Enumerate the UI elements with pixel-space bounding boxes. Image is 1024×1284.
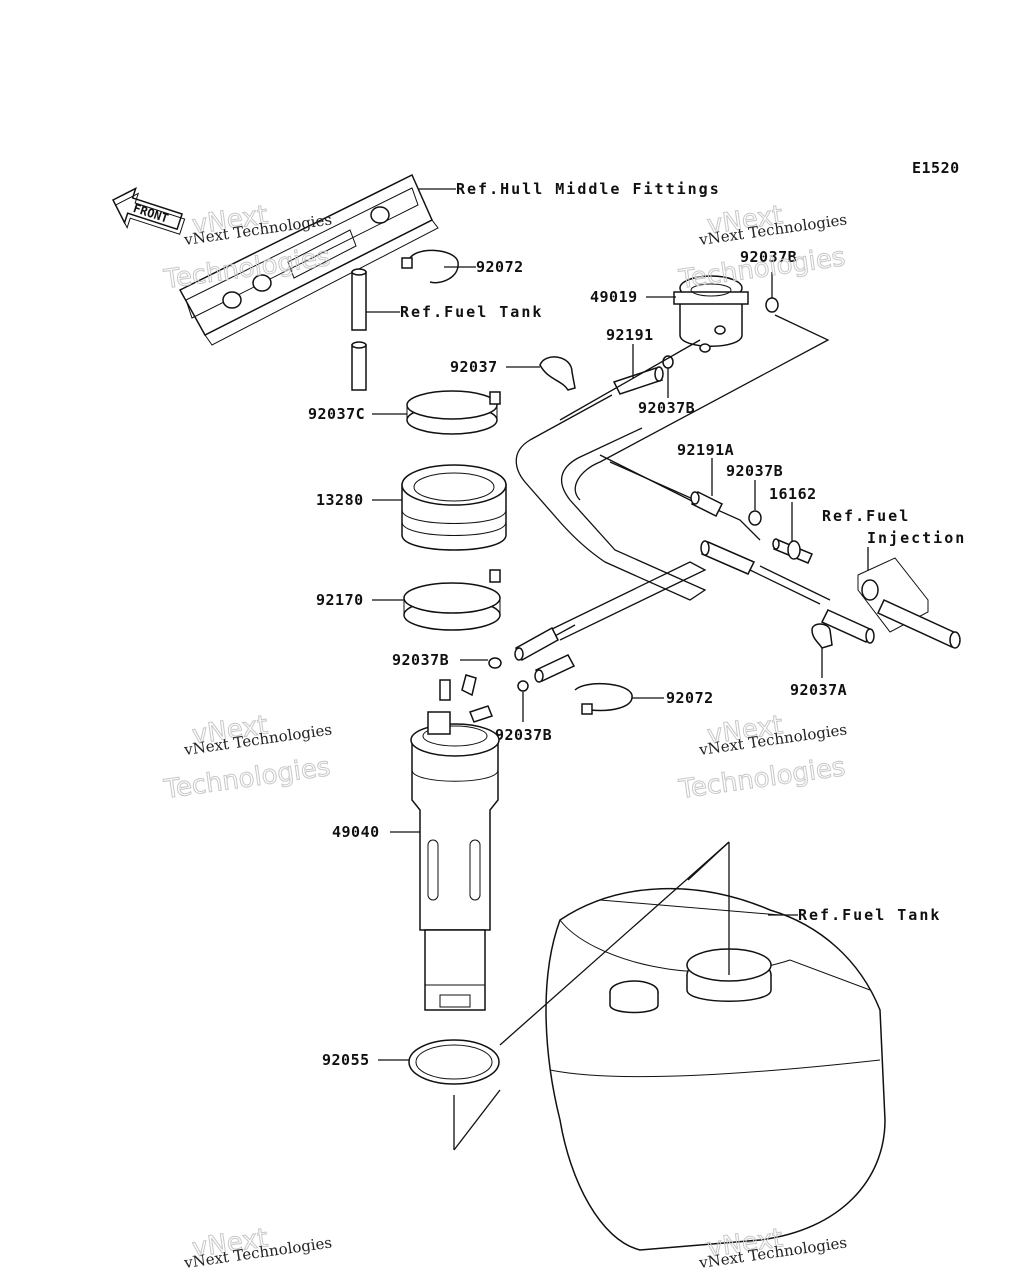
label-49019: 49019 — [590, 288, 638, 306]
clamp-92037B-top — [765, 297, 779, 313]
fuel-tank — [545, 887, 886, 1251]
band-92072-mid — [574, 682, 633, 715]
label-13280: 13280 — [316, 491, 364, 509]
watermark-big-bottom: Technologies — [162, 752, 333, 805]
label-92191A: 92191A — [677, 441, 734, 459]
gasket-13280 — [401, 464, 507, 551]
hose-middle-right — [700, 540, 756, 575]
label-92072-top: 92072 — [476, 258, 524, 276]
ref-fuel-injection-label-2: Injection — [867, 529, 966, 547]
clamp-92037A — [811, 623, 833, 649]
ref-fuel-tank-bottom-label: Ref.Fuel Tank — [798, 906, 941, 924]
front-arrow-icon: FRONT — [111, 186, 186, 235]
label-92055: 92055 — [322, 1051, 370, 1069]
vapor-lines — [515, 314, 831, 656]
label-92072-mid: 92072 — [666, 689, 714, 707]
pump-hoses — [514, 626, 576, 683]
breather-tube — [351, 268, 367, 391]
ref-fuel-tank-top-label: Ref.Fuel Tank — [400, 303, 543, 321]
band-92072-top — [401, 249, 459, 284]
hose-92191 — [612, 366, 664, 395]
label-92037B-top: 92037B — [740, 248, 797, 266]
o-ring-92055 — [408, 1039, 500, 1085]
fuel-pump-49040 — [410, 674, 500, 1011]
label-92037A: 92037A — [790, 681, 847, 699]
label-92037: 92037 — [450, 358, 498, 376]
hose-92191A — [690, 490, 724, 518]
clamp-92037B-right — [748, 510, 762, 526]
assembly-leaders — [453, 841, 730, 1151]
band-92037C — [406, 390, 501, 435]
hull-fitting-plate — [178, 173, 439, 346]
ref-hull-label: Ref.Hull Middle Fittings — [456, 180, 721, 198]
label-49040: 49040 — [332, 823, 380, 841]
clamp-92037B-low — [517, 680, 529, 692]
ref-fuel-injection-label-1: Ref.Fuel — [822, 507, 910, 525]
label-16162: 16162 — [769, 485, 817, 503]
label-92037B-right: 92037B — [726, 462, 783, 480]
fitting-16162 — [772, 538, 813, 564]
band-92170 — [403, 569, 501, 631]
label-92037B-left: 92037B — [392, 651, 449, 669]
clamp-92037B-left — [488, 657, 502, 669]
label-92037C: 92037C — [308, 405, 365, 423]
label-92037B-mid: 92037B — [638, 399, 695, 417]
canister-49019 — [673, 275, 749, 353]
clamp-92037 — [539, 356, 576, 391]
label-92170: 92170 — [316, 591, 364, 609]
label-92037B-low: 92037B — [495, 726, 552, 744]
watermark-big-bottom: Technologies — [677, 752, 848, 805]
diagram-code: E1520 — [912, 159, 960, 177]
injection-bracket — [820, 557, 961, 649]
label-92191: 92191 — [606, 326, 654, 344]
